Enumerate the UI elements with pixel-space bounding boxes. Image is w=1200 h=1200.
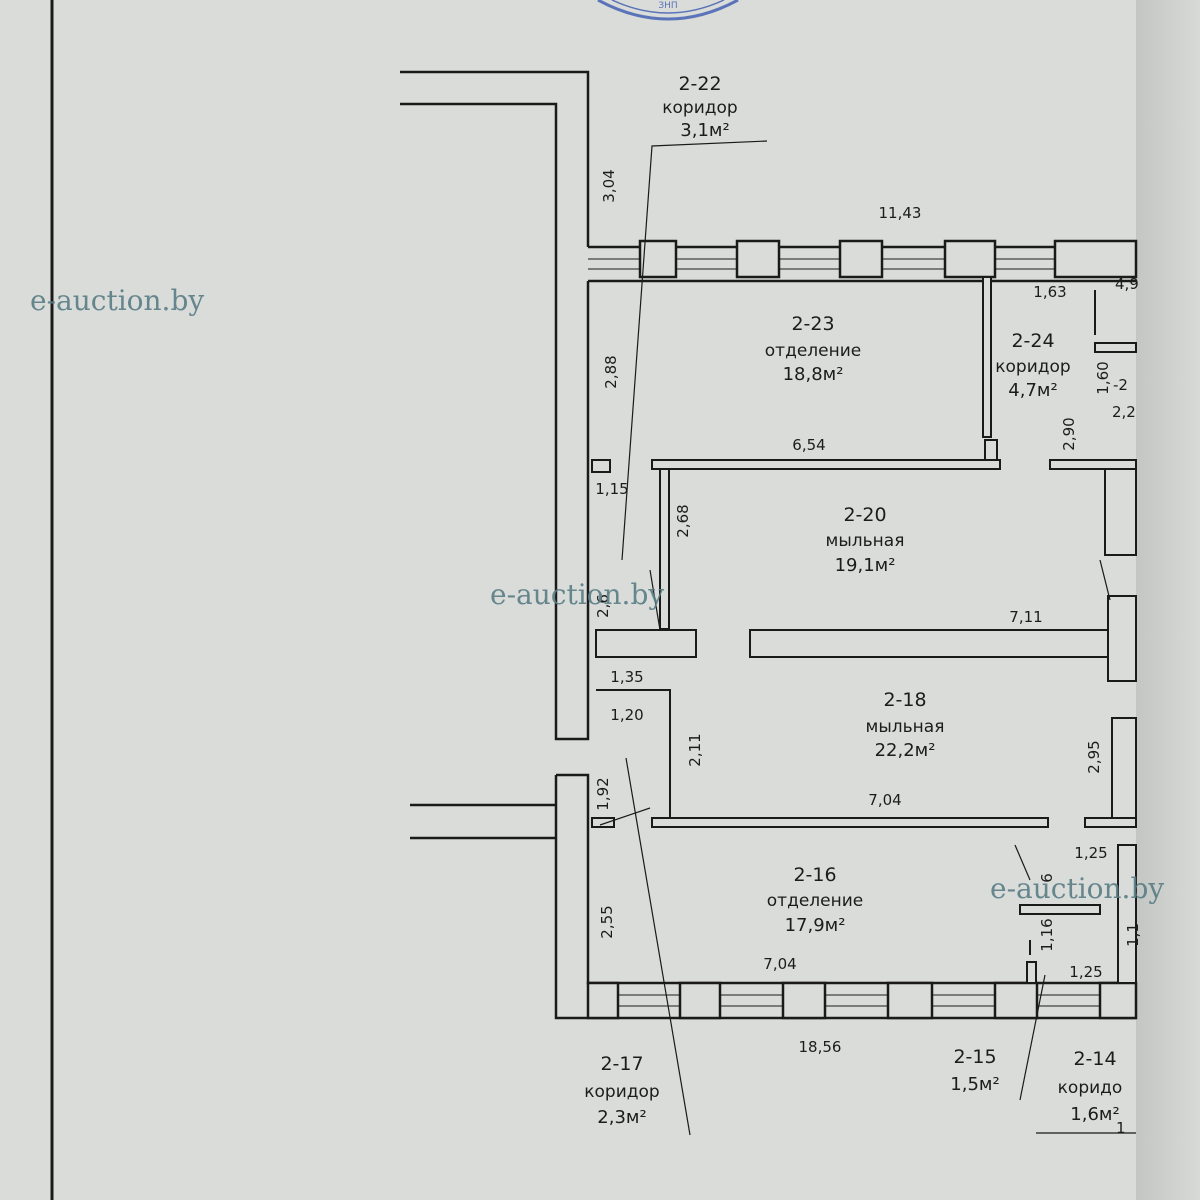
- dim-label: 18,56: [799, 1038, 842, 1056]
- svg-text:коридор: коридор: [584, 1082, 659, 1102]
- svg-text:мыльная: мыльная: [826, 531, 905, 551]
- svg-text:1,5м²: 1,5м²: [950, 1074, 999, 1095]
- dim-label: 1,60: [1094, 361, 1112, 394]
- dim-label: 2,68: [674, 504, 692, 537]
- room-2-15-label: 2-15 1,5м²: [950, 1046, 999, 1095]
- dim-label: 1,25: [1069, 963, 1102, 981]
- dim-label: 1: [1116, 1119, 1126, 1137]
- room-2-23-label: 2-23 отделение 18,8м²: [765, 313, 861, 385]
- stamp: ЗНП: [597, 0, 739, 21]
- dim-label: 6,54: [792, 436, 825, 454]
- dim-label: 7,11: [1009, 608, 1042, 626]
- watermark: e-auction.by: [990, 872, 1164, 905]
- room-2-22-label: 2-22 коридор 3,1м²: [662, 73, 737, 141]
- svg-text:1,6м²: 1,6м²: [1070, 1104, 1119, 1125]
- svg-text:отделение: отделение: [765, 341, 861, 361]
- dim-label: 6: [1038, 873, 1056, 883]
- dim-label: 2,11: [686, 733, 704, 766]
- room-2-20-label: 2-20 мыльная 19,1м²: [826, 504, 905, 576]
- dim-label: 1,35: [610, 668, 643, 686]
- interior-walls: [591, 276, 1137, 984]
- dim-label: 1,92: [594, 777, 612, 810]
- svg-text:коридо: коридо: [1058, 1078, 1123, 1098]
- dim-label: 2,88: [602, 355, 620, 388]
- dim-label: 4,9: [1115, 275, 1139, 293]
- svg-text:2-14: 2-14: [1073, 1048, 1116, 1070]
- leader-lines: [599, 140, 1136, 1136]
- dim-label: 2,55: [598, 905, 616, 938]
- watermark: e-auction.by: [490, 578, 664, 611]
- svg-text:18,8м²: 18,8м²: [783, 364, 844, 385]
- wall-piers: [586, 239, 1138, 1020]
- dim-label: 3,04: [600, 169, 618, 202]
- svg-text:мыльная: мыльная: [866, 717, 945, 737]
- room-2-17-label: 2-17 коридор 2,3м²: [584, 1053, 659, 1128]
- svg-text:коридор: коридор: [662, 98, 737, 118]
- svg-text:4,7м²: 4,7м²: [1008, 380, 1057, 401]
- dim-label: 7,04: [763, 955, 796, 973]
- svg-text:коридор: коридор: [995, 357, 1070, 377]
- svg-text:2-18: 2-18: [883, 689, 926, 711]
- adjacent-page-edge: [1136, 0, 1200, 1200]
- svg-text:2-16: 2-16: [793, 864, 836, 886]
- watermark: e-auction.by: [30, 284, 204, 317]
- dim-label: 11,43: [879, 204, 922, 222]
- dimension-labels: 3,04 11,43 1,63 4,9 1,60 2,88 2,90 6,54 …: [594, 169, 1142, 1137]
- svg-text:22,2м²: 22,2м²: [875, 740, 936, 761]
- svg-text:2-24: 2-24: [1011, 330, 1054, 352]
- room-2-16-label: 2-16 отделение 17,9м²: [767, 864, 863, 936]
- outer-walls: [400, 70, 1136, 1020]
- dim-label: 2,95: [1085, 740, 1103, 773]
- svg-text:ЗНП: ЗНП: [658, 1, 677, 11]
- room-2-14-label: 2-14 коридо 1,6м²: [1058, 1048, 1123, 1125]
- svg-text:2-23: 2-23: [791, 313, 834, 335]
- svg-text:2-17: 2-17: [600, 1053, 643, 1075]
- dim-label: 1,63: [1033, 283, 1066, 301]
- dim-label: 1,25: [1074, 844, 1107, 862]
- dim-label: -2: [1113, 376, 1128, 394]
- dim-label: 2,6: [594, 594, 612, 618]
- partition-lines: [596, 290, 1096, 955]
- room-2-24-label: 2-24 коридор 4,7м²: [995, 330, 1070, 401]
- svg-text:2,3м²: 2,3м²: [597, 1107, 646, 1128]
- svg-text:отделение: отделение: [767, 891, 863, 911]
- dim-label: 1,1: [1124, 923, 1142, 947]
- svg-text:2-20: 2-20: [843, 504, 886, 526]
- svg-text:2-22: 2-22: [678, 73, 721, 95]
- svg-text:3,1м²: 3,1м²: [680, 120, 729, 141]
- dim-label: 7,04: [868, 791, 901, 809]
- dim-label: 1,15: [595, 480, 628, 498]
- room-2-18-label: 2-18 мыльная 22,2м²: [866, 689, 945, 761]
- dim-label: 2,2: [1112, 403, 1136, 421]
- svg-text:19,1м²: 19,1м²: [835, 555, 896, 576]
- dim-label: 2,90: [1060, 417, 1078, 450]
- dim-label: 1,20: [610, 706, 643, 724]
- svg-text:2-15: 2-15: [953, 1046, 996, 1068]
- dim-label: 1,16: [1038, 918, 1056, 951]
- svg-text:17,9м²: 17,9м²: [785, 915, 846, 936]
